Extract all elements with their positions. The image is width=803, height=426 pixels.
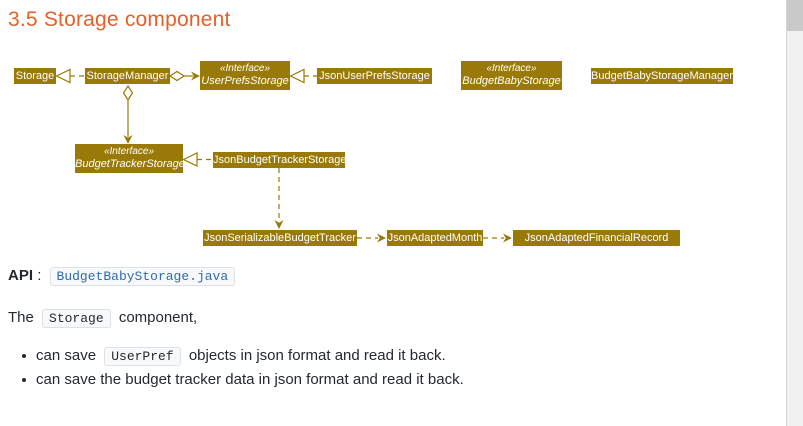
api-label: API	[8, 267, 34, 284]
uml-interface-budgetbabystorage: «Interface» BudgetBabyStorage	[461, 61, 562, 90]
uml-class-storage: Storage	[14, 68, 56, 84]
content-right-border	[786, 0, 787, 426]
stereotype-label: «Interface»	[219, 63, 271, 74]
uml-interface-budgettrackerstorage: «Interface» BudgetTrackerStorage	[75, 144, 183, 173]
uml-class-budgetbabystoragemanager: BudgetBabyStorageManager	[591, 68, 733, 84]
list-item: can save the budget tracker data in json…	[8, 368, 464, 391]
capability-list: can save UserPref objects in json format…	[8, 344, 464, 391]
scrollbar-track[interactable]	[787, 0, 803, 426]
intro-sentence: The Storage component,	[8, 309, 198, 328]
bullet-post-text: objects in json format and read it back.	[188, 347, 446, 364]
class-name-label: JsonAdaptedMonth	[387, 232, 483, 244]
edge-jsonadaptedmonth-depends-jsonadaptedfinancialrecord	[483, 233, 512, 243]
api-reference-line: API : BudgetBabyStorage.java	[8, 267, 239, 286]
uml-class-jsonadaptedmonth: JsonAdaptedMonth	[387, 230, 483, 246]
edge-jsonserializablebudgettracker-depends-jsonadaptedmonth	[357, 233, 386, 243]
class-name-label: JsonAdaptedFinancialRecord	[524, 232, 669, 244]
edge-storagemanager-aggregates-userprefsstorage	[168, 70, 200, 82]
api-separator: :	[37, 267, 42, 284]
class-name-label: JsonBudgetTrackerStorage	[213, 154, 345, 166]
class-name-label: UserPrefsStorage	[201, 75, 289, 87]
section-heading: 3.5 Storage component	[8, 8, 231, 31]
edge-storagemanager-realizes-storage	[55, 68, 85, 84]
uml-class-jsonuserprefsstorage: JsonUserPrefsStorage	[317, 68, 432, 84]
class-name-label: BudgetBabyStorage	[462, 75, 561, 87]
list-item: can save UserPref objects in json format…	[8, 344, 464, 368]
userpref-code-chip: UserPref	[104, 347, 181, 366]
intro-prefix: The	[8, 309, 34, 326]
class-name-label: BudgetTrackerStorage	[75, 158, 183, 170]
uml-interface-userprefsstorage: «Interface» UserPrefsStorage	[200, 61, 290, 90]
stereotype-label: «Interface»	[103, 146, 155, 157]
class-name-label: JsonSerializableBudgetTracker	[204, 232, 356, 244]
edge-jsonbudgettrackerstorage-realizes-budgettrackerstorage	[182, 152, 213, 167]
edge-jsonbudgettrackerstorage-depends-jsonserializablebudgettracker	[274, 168, 284, 229]
class-name-label: StorageManager	[86, 70, 169, 82]
edge-storagemanager-aggregates-budgettrackerstorage	[122, 84, 134, 144]
class-name-label: BudgetBabyStorageManager	[591, 70, 733, 82]
storage-code-chip: Storage	[42, 309, 111, 328]
class-name-label: JsonUserPrefsStorage	[319, 70, 430, 82]
edge-jsonuserprefsstorage-realizes-userprefsstorage	[289, 68, 317, 84]
stereotype-label: «Interface»	[486, 63, 537, 74]
intro-suffix: component,	[118, 309, 198, 326]
uml-class-jsonadaptedfinancialrecord: JsonAdaptedFinancialRecord	[513, 230, 680, 246]
scrollbar-thumb[interactable]	[787, 0, 803, 31]
bullet-text: can save the budget tracker data in json…	[36, 371, 464, 388]
api-file-link[interactable]: BudgetBabyStorage.java	[49, 267, 236, 286]
uml-class-jsonbudgettrackerstorage: JsonBudgetTrackerStorage	[213, 152, 345, 168]
uml-class-jsonserializablebudgettracker: JsonSerializableBudgetTracker	[203, 230, 357, 246]
uml-class-storagemanager: StorageManager	[85, 68, 170, 84]
class-name-label: Storage	[15, 70, 55, 82]
bullet-pre-text: can save	[36, 347, 97, 364]
